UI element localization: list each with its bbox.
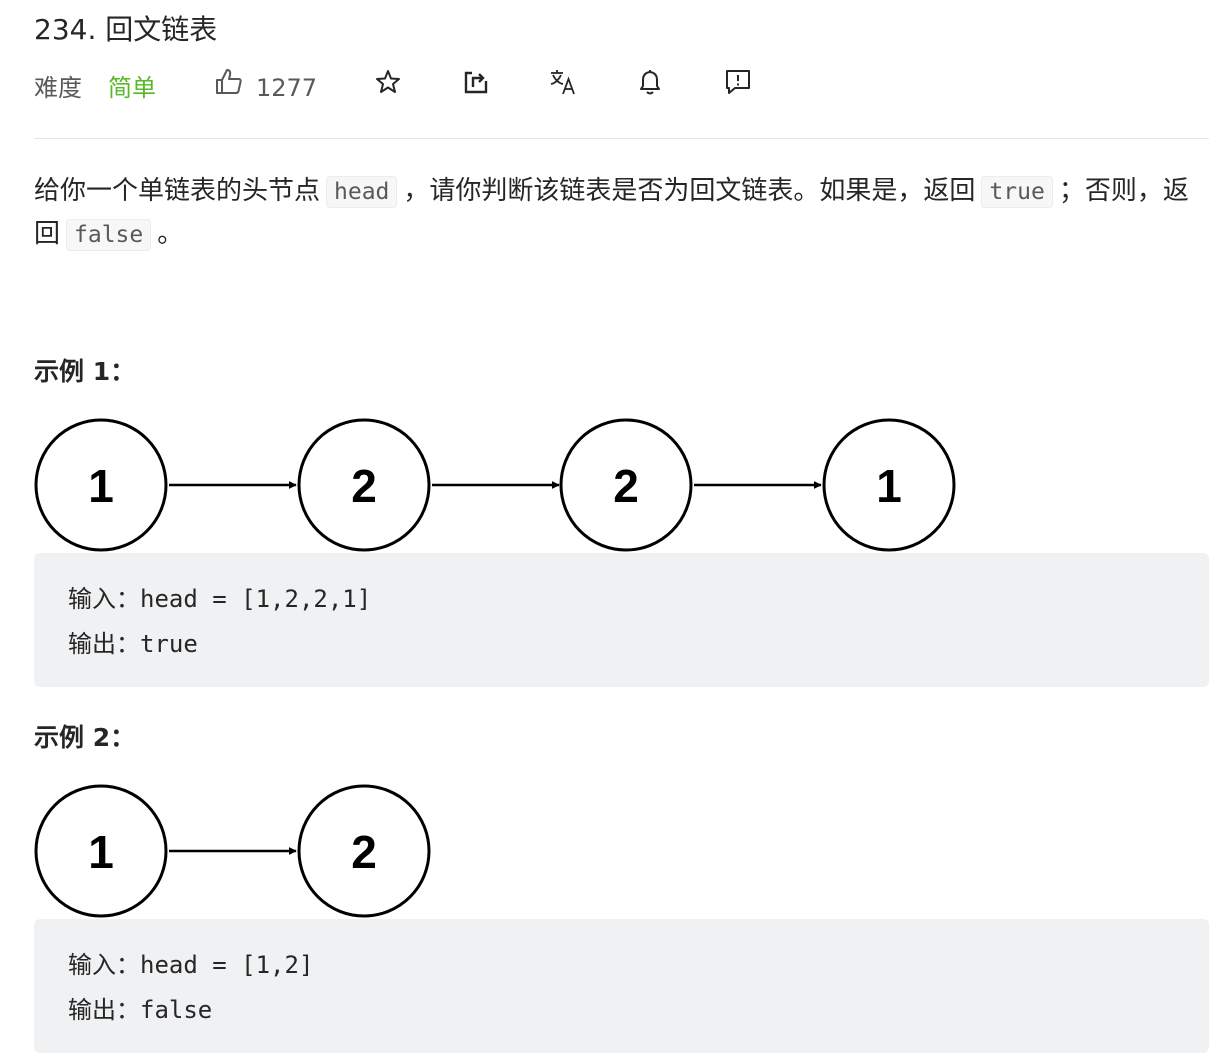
like-button[interactable]: 1277 xyxy=(214,68,318,106)
example-input-line: 输入：head = [1,2] xyxy=(68,943,1209,988)
difficulty-label: 难度 xyxy=(34,74,82,102)
linked-list-node: 2 xyxy=(297,418,431,552)
example-input-line: 输入：head = [1,2,2,1] xyxy=(68,577,1209,622)
description-text: 。 xyxy=(157,219,184,249)
linked-list-node: 1 xyxy=(34,418,168,552)
bell-icon xyxy=(637,68,663,109)
output-value: true xyxy=(140,630,198,658)
example-2-diagram: 1 2 xyxy=(34,784,431,918)
node-value: 2 xyxy=(613,460,639,512)
input-label: 输入： xyxy=(68,951,140,979)
linked-list-node: 2 xyxy=(297,784,431,918)
translate-button[interactable] xyxy=(545,69,581,106)
node-value: 1 xyxy=(876,460,902,512)
node-value: 2 xyxy=(351,826,377,878)
example-2-title: 示例 2： xyxy=(34,723,136,752)
share-icon xyxy=(461,67,491,110)
node-value: 2 xyxy=(351,460,377,512)
linked-list-node: 1 xyxy=(34,784,168,918)
linked-list-node: 2 xyxy=(559,418,693,552)
like-count: 1277 xyxy=(256,74,318,102)
example-1-title: 示例 1： xyxy=(34,357,136,386)
linked-list-node: 1 xyxy=(822,418,956,552)
problem-title: 234. 回文链表 xyxy=(34,13,218,46)
thumbs-up-icon xyxy=(214,67,244,110)
inline-code-false: false xyxy=(66,219,152,251)
inline-code-true: true xyxy=(981,176,1053,208)
output-value: false xyxy=(140,996,213,1024)
example-1-diagram: 1 2 2 1 xyxy=(34,418,956,552)
problem-meta-bar: 难度 简单 1277 xyxy=(34,68,1209,109)
description-text: ；否则，返回 xyxy=(34,176,1189,249)
favorite-button[interactable] xyxy=(370,68,406,109)
output-label: 输出： xyxy=(68,630,140,658)
node-value: 1 xyxy=(88,826,114,878)
example-output-line: 输出：false xyxy=(68,988,1209,1033)
difficulty-badge: 简单 xyxy=(108,74,156,102)
description-text: ，请你判断该链表是否为回文链表。如果是，返回 xyxy=(403,176,976,206)
description-text: 给你一个单链表的头节点 xyxy=(34,176,321,206)
header-divider xyxy=(34,138,1209,139)
feedback-button[interactable] xyxy=(720,69,756,106)
output-label: 输出： xyxy=(68,996,140,1024)
input-value: head = [1,2] xyxy=(140,951,314,979)
example-output-line: 输出：true xyxy=(68,622,1209,667)
star-icon xyxy=(374,68,402,109)
share-button[interactable] xyxy=(458,70,494,106)
example-1-code-block: 输入：head = [1,2,2,1] 输出：true xyxy=(34,553,1209,687)
example-2-code-block: 输入：head = [1,2] 输出：false xyxy=(34,919,1209,1053)
input-label: 输入： xyxy=(68,585,140,613)
inline-code-head: head xyxy=(326,176,398,208)
input-value: head = [1,2,2,1] xyxy=(140,585,372,613)
node-value: 1 xyxy=(88,460,114,512)
feedback-icon xyxy=(723,67,753,110)
notification-button[interactable] xyxy=(632,68,668,109)
translate-icon xyxy=(548,67,578,110)
